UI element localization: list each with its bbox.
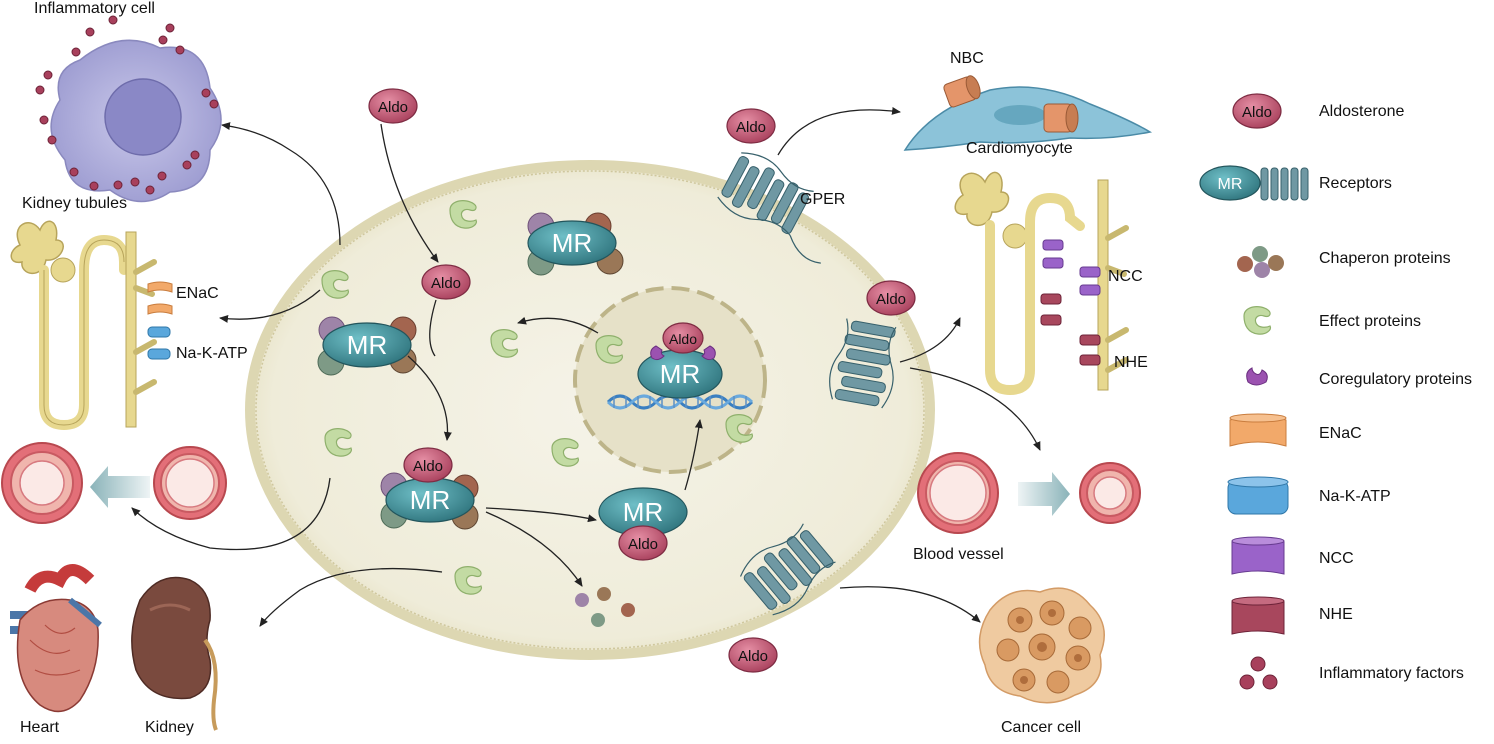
mr-chaperone-complex-top: MR — [527, 212, 624, 276]
legend-label-receptors: Receptors — [1319, 175, 1392, 192]
svg-text:Aldo: Aldo — [669, 331, 697, 347]
blood-vessel-left — [1, 442, 227, 524]
nuclear-mr-complex: MR Aldo — [637, 322, 723, 399]
aldosterone-icon: Aldo — [1232, 93, 1282, 129]
receptors-icon: MR — [1199, 165, 1309, 201]
pathway-arrows — [131, 106, 1041, 627]
legend-label-chaperon-proteins: Chaperon proteins — [1319, 250, 1451, 267]
legend-label-inflammatory-factors: Inflammatory factors — [1319, 665, 1464, 682]
na-k-atp-label: Na-K-ATP — [176, 345, 248, 362]
gper-receptor-right — [829, 318, 897, 409]
legend-label-coregulatory-proteins: Coregulatory proteins — [1319, 371, 1472, 388]
enac-icon — [1229, 413, 1287, 447]
legend-label-ncc: NCC — [1319, 550, 1354, 567]
aldo-top: Aldo — [368, 88, 418, 124]
enac-label: ENaC — [176, 285, 219, 302]
legend-label-effect-proteins: Effect proteins — [1319, 313, 1421, 330]
na-k-atp-icon — [1227, 476, 1289, 515]
cancer-cell — [978, 587, 1105, 704]
aldo-gper: Aldo — [726, 108, 776, 144]
legend-label-enac: ENaC — [1319, 425, 1362, 442]
kidney-tubules-label: Kidney tubules — [22, 195, 127, 212]
kidney-tubule-right — [954, 171, 1129, 396]
gper-receptor-bottom — [739, 523, 836, 616]
svg-text:Aldo: Aldo — [1242, 104, 1272, 121]
heart — [10, 564, 102, 713]
effect-proteins-icon — [1243, 306, 1271, 335]
ncc-icon — [1231, 536, 1285, 575]
chaperon-proteins-icon — [1237, 246, 1284, 278]
svg-text:Aldo: Aldo — [876, 291, 906, 308]
blood-vessel-label: Blood vessel — [913, 546, 1004, 563]
svg-text:Aldo: Aldo — [736, 119, 766, 136]
nhe-icon — [1231, 596, 1285, 635]
svg-text:MR: MR — [347, 330, 387, 360]
mr-aldo-complex: MR Aldo — [598, 487, 688, 561]
svg-text:Aldo: Aldo — [413, 458, 443, 475]
blood-vessel-right — [917, 452, 1141, 534]
aldo-right: Aldo — [866, 280, 916, 316]
svg-text:Aldo: Aldo — [628, 536, 658, 553]
kidney-organ — [131, 576, 218, 731]
cancer-cell-label: Cancer cell — [1001, 719, 1082, 736]
legend-label-aldosterone: Aldosterone — [1319, 103, 1405, 120]
svg-text:MR: MR — [410, 485, 450, 515]
aldo-bottom: Aldo — [728, 637, 778, 673]
kidney-label: Kidney — [145, 719, 194, 736]
aldo-inside-cell: Aldo — [421, 264, 471, 300]
coregulatory-proteins-icon — [1246, 367, 1268, 386]
svg-text:MR: MR — [660, 359, 700, 389]
gper-receptor-top — [717, 152, 821, 264]
svg-text:MR: MR — [552, 228, 592, 258]
heart-label: Heart — [20, 719, 60, 736]
inflammatory-factors-icon — [1239, 656, 1278, 690]
nhe-label: NHE — [1114, 354, 1148, 371]
cardiomyocyte-label: Cardiomyocyte — [966, 140, 1073, 157]
svg-text:Aldo: Aldo — [738, 648, 768, 665]
inflammatory-cell-label: Inflammatory cell — [34, 0, 155, 17]
mr-chaperone-complex-left: MR — [317, 316, 417, 376]
nbc-label: NBC — [950, 50, 984, 67]
svg-text:MR: MR — [623, 497, 663, 527]
inflammatory-cell — [35, 15, 222, 203]
mr-aldo-chaperone-complex: MR Aldo — [380, 447, 479, 530]
legend-icons: Aldo MR — [1199, 93, 1309, 690]
legend-label-na-k-atp: Na-K-ATP — [1319, 488, 1391, 505]
svg-text:Aldo: Aldo — [378, 99, 408, 116]
legend-label-nhe: NHE — [1319, 606, 1353, 623]
svg-text:MR: MR — [1218, 176, 1243, 193]
gper-label: GPER — [800, 191, 846, 208]
kidney-tubule-left — [10, 220, 173, 431]
free-chaperones — [575, 587, 635, 627]
cardiomyocyte — [903, 75, 1153, 151]
svg-text:Aldo: Aldo — [431, 275, 461, 292]
ncc-label: NCC — [1108, 268, 1143, 285]
